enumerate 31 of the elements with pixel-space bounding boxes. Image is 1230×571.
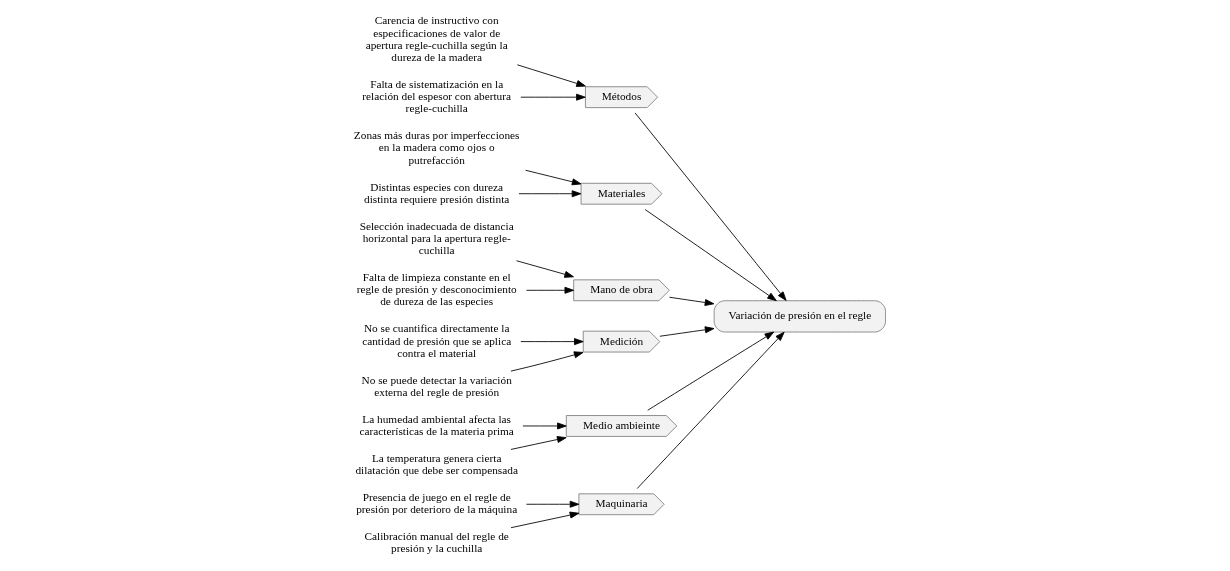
node-text: Zonas más duras por imperfecciones en la madera como ojos o putrefacción bbox=[353, 129, 520, 166]
arrow bbox=[518, 190, 582, 198]
node-text: La temperatura genera cierta dilatación que debe ser compensada bbox=[355, 451, 518, 477]
node-text: Falta de limpieza constante en el regle de presión y desconocimiento de dureza de las especies bbox=[356, 271, 517, 308]
node-text: Presencia de juego en el regle de presión por deterioro de la máquina bbox=[356, 491, 518, 516]
node-text: No se puede detectar la variación externa del regle de presión bbox=[361, 373, 512, 398]
arrow bbox=[525, 169, 582, 186]
arrow bbox=[659, 326, 715, 337]
arrow bbox=[526, 286, 575, 294]
arrow bbox=[520, 93, 586, 101]
node-text: Selección inadecuada de distancia horizontal para la apertura regle-cuchilla bbox=[359, 219, 514, 257]
arrow bbox=[510, 351, 584, 372]
arrow bbox=[510, 436, 567, 450]
arrow bbox=[634, 112, 787, 301]
arrow bbox=[644, 209, 777, 302]
arrow bbox=[516, 64, 586, 87]
node-text: La humedad ambiental afecta las características de la materia prima bbox=[359, 412, 514, 438]
node-text: No se cuantifica directamente la cantidad de presión que se aplica contra el material bbox=[362, 322, 512, 359]
arrow bbox=[636, 331, 785, 489]
arrow bbox=[526, 500, 580, 508]
node-box: Variación de presión en el regle bbox=[713, 300, 886, 333]
node-text: Calibración manual del regle de presión y la cuchilla bbox=[364, 530, 509, 555]
arrow bbox=[510, 511, 580, 529]
arrow bbox=[647, 331, 775, 411]
arrow bbox=[520, 338, 584, 346]
node-text: Distintas especies con dureza distinta requiere presión distinta bbox=[364, 180, 510, 205]
arrow bbox=[669, 296, 715, 306]
arrow bbox=[516, 260, 574, 278]
arrow bbox=[522, 422, 567, 430]
node-text: Carencia de instructivo con especificaciones de valor de apertura regle-cuchilla según la dureza de la madera bbox=[365, 14, 508, 63]
node-text: Falta de sistematización en la relación del espesor con abertura regle-cuchilla bbox=[362, 77, 512, 115]
